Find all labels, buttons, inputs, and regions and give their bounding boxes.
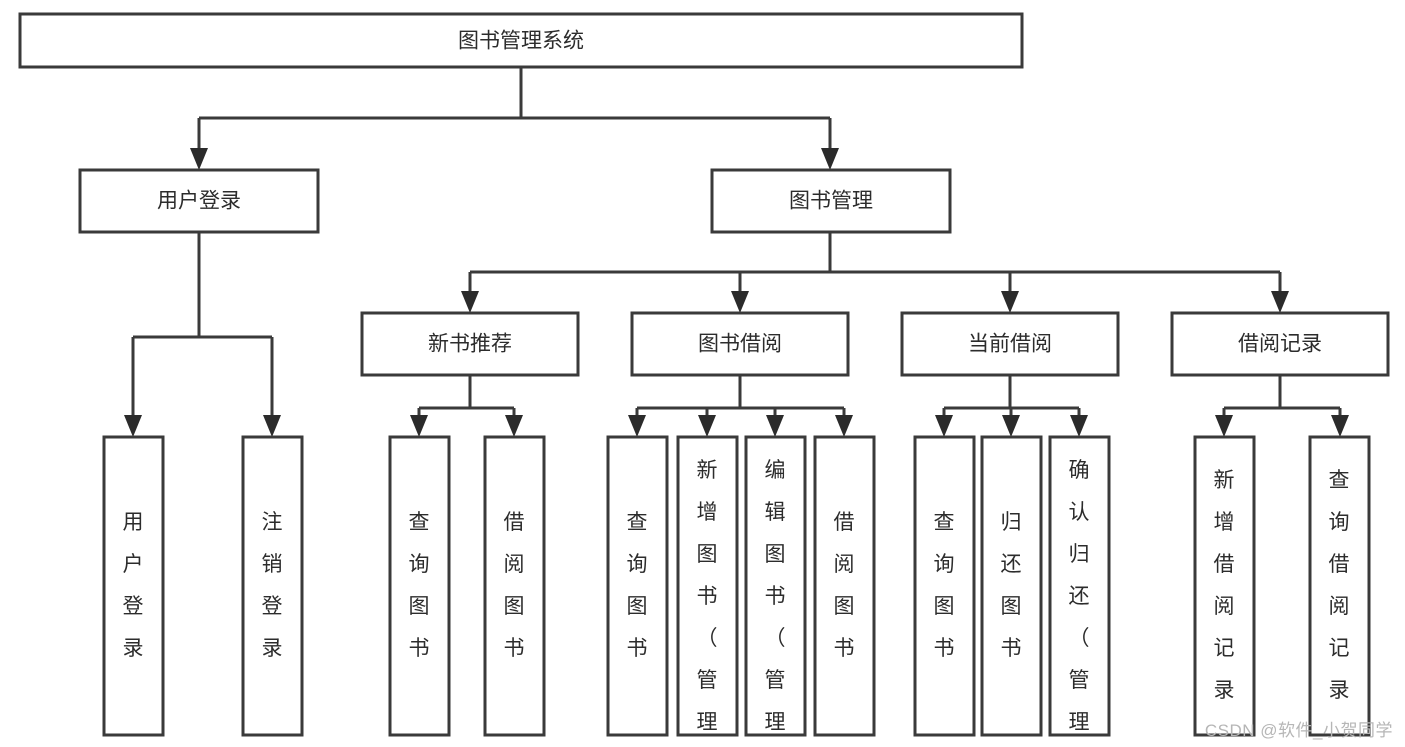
leaf-query-book-borrow-box[interactable] — [606, 435, 669, 737]
leaf-query-borrow-record-label: 查询借阅记录 — [1329, 469, 1350, 702]
node-borrow-record-label: 借阅记录 — [1238, 333, 1322, 356]
leaf-add-borrow-record-box[interactable] — [1193, 435, 1256, 737]
leaf-user-login-label: 用户登录 — [123, 511, 144, 660]
node-borrow-record[interactable]: 借阅记录 — [1170, 311, 1390, 377]
leaf-borrow-book-newbook-box[interactable] — [483, 435, 546, 737]
leaf-edit-book-admin[interactable]: 编辑图书（管理员） — [744, 435, 807, 747]
node-book-borrow-box[interactable] — [630, 311, 850, 377]
leaf-return-book-box[interactable] — [980, 435, 1043, 737]
arrow-bookmgmt-to-newbook — [461, 291, 479, 313]
node-user-login-box[interactable] — [78, 168, 320, 234]
node-book-borrow[interactable]: 图书借阅 — [630, 311, 850, 377]
node-book-borrow-label: 图书借阅 — [698, 333, 782, 356]
leaf-borrow-book-borrow-label: 借阅图书 — [834, 511, 855, 660]
arrow-userlogin-to-leaf2 — [263, 415, 281, 437]
arrow-current-to-leaf1 — [935, 415, 953, 437]
node-book-management[interactable]: 图书管理 — [710, 168, 952, 234]
leaf-borrow-book-borrow-box[interactable] — [813, 435, 876, 737]
leaf-query-book-newbook[interactable]: 查询图书 — [388, 435, 451, 737]
leaf-confirm-return-admin-label: 确认归还（管理员） — [1069, 459, 1090, 747]
arrow-bookmgmt-to-borrow — [731, 291, 749, 313]
leaf-user-login[interactable]: 用户登录 — [102, 435, 165, 737]
arrow-root-to-user-login — [190, 148, 208, 170]
leaf-confirm-return-admin[interactable]: 确认归还（管理员） — [1048, 435, 1111, 747]
node-root[interactable]: 图书管理系统 — [18, 12, 1024, 69]
node-root-box[interactable] — [18, 12, 1024, 69]
leaf-add-book-admin-label: 新增图书（管理员） — [697, 459, 718, 747]
leaf-query-book-borrow-label: 查询图书 — [627, 511, 648, 660]
leaf-query-borrow-record-box[interactable] — [1308, 435, 1371, 737]
node-user-login-label: 用户登录 — [157, 190, 241, 213]
arrow-bookmgmt-to-record — [1271, 291, 1289, 313]
arrow-newbook-to-leaf2 — [505, 415, 523, 437]
arrow-root-to-book-mgmt — [821, 148, 839, 170]
arrow-borrow-to-leaf1 — [628, 415, 646, 437]
leaf-query-book-borrow[interactable]: 查询图书 — [606, 435, 669, 737]
leaf-borrow-book-newbook-label: 借阅图书 — [504, 511, 525, 660]
leaf-add-borrow-record[interactable]: 新增借阅记录 — [1193, 435, 1256, 737]
leaf-logout-label: 注销登录 — [262, 511, 283, 660]
arrow-newbook-to-leaf1 — [410, 415, 428, 437]
node-current-borrow[interactable]: 当前借阅 — [900, 311, 1120, 377]
node-borrow-record-box[interactable] — [1170, 311, 1390, 377]
arrow-current-to-leaf3 — [1070, 415, 1088, 437]
node-root-label: 图书管理系统 — [458, 30, 584, 53]
leaf-query-book-newbook-label: 查询图书 — [409, 511, 430, 660]
leaf-query-book-current[interactable]: 查询图书 — [913, 435, 976, 737]
node-current-borrow-box[interactable] — [900, 311, 1120, 377]
leaf-add-borrow-record-label: 新增借阅记录 — [1214, 469, 1235, 702]
leaf-edit-book-admin-label: 编辑图书（管理员） — [765, 459, 786, 747]
leaf-user-login-box[interactable] — [102, 435, 165, 737]
leaf-edit-book-admin-box[interactable] — [744, 435, 807, 737]
leaf-confirm-return-admin-box[interactable] — [1048, 435, 1111, 737]
leaf-add-book-admin-box[interactable] — [676, 435, 739, 737]
arrow-borrow-to-leaf3 — [766, 415, 784, 437]
node-new-book-recommend[interactable]: 新书推荐 — [360, 311, 580, 377]
leaf-query-book-current-label: 查询图书 — [934, 511, 955, 660]
connector-layer — [124, 67, 1349, 437]
leaf-borrow-book-newbook[interactable]: 借阅图书 — [483, 435, 546, 737]
node-book-management-box[interactable] — [710, 168, 952, 234]
leaf-borrow-book-borrow[interactable]: 借阅图书 — [813, 435, 876, 737]
arrow-record-to-leaf1 — [1215, 415, 1233, 437]
node-current-borrow-label: 当前借阅 — [968, 333, 1052, 356]
arrow-record-to-leaf2 — [1331, 415, 1349, 437]
node-new-book-recommend-box[interactable] — [360, 311, 580, 377]
leaf-query-borrow-record[interactable]: 查询借阅记录 — [1308, 435, 1371, 737]
arrow-current-to-leaf2 — [1002, 415, 1020, 437]
arrow-bookmgmt-to-current — [1001, 291, 1019, 313]
arrow-userlogin-to-leaf1 — [124, 415, 142, 437]
leaf-query-book-newbook-box[interactable] — [388, 435, 451, 737]
node-user-login[interactable]: 用户登录 — [78, 168, 320, 234]
leaf-add-book-admin[interactable]: 新增图书（管理员） — [676, 435, 739, 747]
leaf-return-book[interactable]: 归还图书 — [980, 435, 1043, 737]
leaf-logout-box[interactable] — [241, 435, 304, 737]
leaf-query-book-current-box[interactable] — [913, 435, 976, 737]
node-new-book-recommend-label: 新书推荐 — [428, 333, 512, 356]
node-book-management-label: 图书管理 — [789, 190, 873, 213]
leaf-logout[interactable]: 注销登录 — [241, 435, 304, 737]
arrow-borrow-to-leaf4 — [835, 415, 853, 437]
arrow-borrow-to-leaf2 — [698, 415, 716, 437]
leaf-return-book-label: 归还图书 — [1001, 511, 1022, 660]
